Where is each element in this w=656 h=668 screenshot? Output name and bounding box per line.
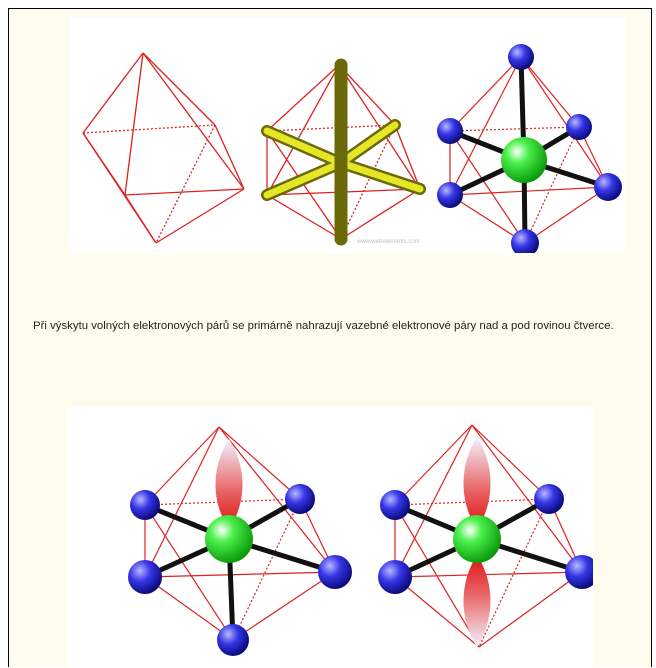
central-atom bbox=[205, 515, 253, 563]
ligand-atom bbox=[380, 490, 410, 520]
ligand-atom bbox=[511, 229, 539, 253]
lone-pair-lobe bbox=[215, 439, 243, 529]
two-lone-pairs-molecule bbox=[378, 424, 593, 648]
central-atom bbox=[453, 515, 501, 563]
octahedron-illustrations: www.webelements.com bbox=[82, 44, 622, 253]
one-lone-pair-molecule bbox=[128, 426, 352, 656]
lone-pair-figure bbox=[67, 407, 593, 668]
octahedron-figure: www.webelements.com bbox=[69, 17, 625, 253]
ligand-atom bbox=[566, 114, 592, 140]
plain-octahedron bbox=[82, 52, 245, 244]
stick-octahedron: www.webelements.com bbox=[261, 58, 426, 246]
lone-pair-lobe bbox=[463, 437, 491, 529]
lone-pair-illustrations bbox=[128, 424, 593, 656]
ball-stick-octahedron bbox=[437, 44, 622, 253]
lone-pair-lobe bbox=[463, 555, 491, 647]
ligand-atom bbox=[318, 555, 352, 589]
ligand-atom bbox=[437, 182, 463, 208]
ligand-atom bbox=[285, 484, 315, 514]
ligand-atom bbox=[534, 484, 564, 514]
ligand-atom bbox=[128, 560, 162, 594]
ligand-atom bbox=[437, 118, 463, 144]
content-frame: www.webelements.com bbox=[8, 8, 652, 668]
watermark: www.webelements.com bbox=[356, 239, 420, 245]
ligand-atom bbox=[594, 173, 622, 201]
central-atom bbox=[501, 137, 547, 183]
ligand-atom bbox=[378, 560, 412, 594]
ligand-atom bbox=[508, 44, 534, 70]
ligand-atom bbox=[217, 624, 249, 656]
ligand-atom bbox=[565, 555, 593, 589]
ligand-atom bbox=[130, 490, 160, 520]
lone-pair-paragraph: Při výskytu volných elektronových párů s… bbox=[33, 320, 614, 332]
